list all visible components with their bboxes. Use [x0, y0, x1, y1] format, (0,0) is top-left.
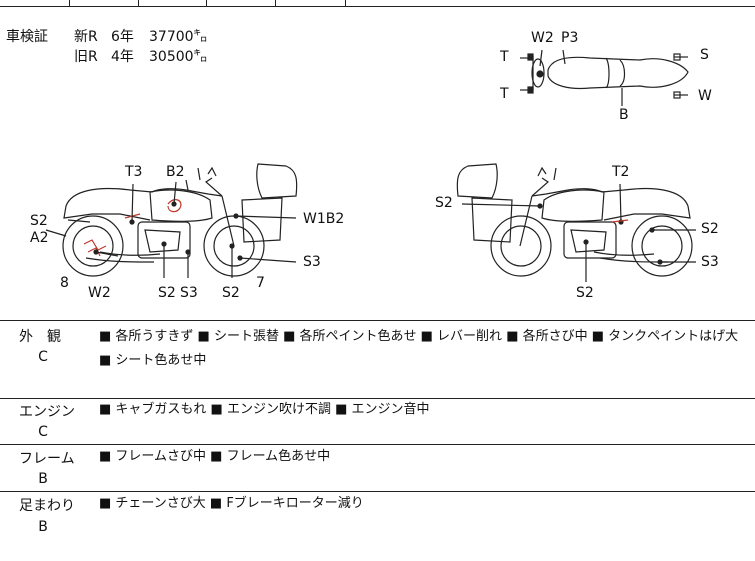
- header-divider: [69, 0, 70, 6]
- new-registration-label: 新R: [74, 29, 98, 45]
- label-b-top: B: [619, 107, 629, 123]
- label-7: 7: [256, 275, 265, 291]
- row-text-suspension: ■ チェーンさび大 ■ Fブレーキローター減り: [99, 496, 364, 511]
- row-divider: [0, 491, 755, 492]
- left-side-motorcycle-icon: [45, 163, 298, 278]
- label-s2-front: S2: [222, 285, 240, 301]
- label-w2-top: W2: [531, 30, 554, 46]
- row-label-exterior: 外 観: [19, 329, 61, 345]
- label-s3-bottom: S3: [180, 285, 198, 301]
- label-s3-left-right: S3: [303, 254, 321, 270]
- label-a2: A2: [30, 230, 49, 246]
- label-8: 8: [60, 275, 69, 291]
- label-s-top: S: [700, 47, 709, 63]
- label-s2-right-left: S2: [435, 195, 453, 211]
- old-registration-km: 30500㌔: [149, 49, 208, 65]
- row-label-frame: フレーム: [19, 451, 75, 467]
- old-registration-term: 4年: [111, 49, 134, 65]
- row-text-frame: ■ フレームさび中 ■ フレーム色あせ中: [99, 449, 331, 464]
- label-s2-right-right: S2: [701, 221, 719, 237]
- label-w2-left: W2: [88, 285, 111, 301]
- label-s3-right-right: S3: [701, 254, 719, 270]
- new-registration-km: 37700㌔: [149, 29, 208, 45]
- label-t3: T3: [125, 164, 143, 180]
- row-divider: [0, 444, 755, 445]
- row-label-engine: エンジン: [19, 404, 75, 420]
- diagram-bottom-border: [0, 320, 755, 321]
- right-side-motorcycle-icon: [456, 163, 696, 282]
- label-s2-left: S2: [30, 213, 48, 229]
- header-divider: [206, 0, 207, 6]
- label-t-bottom: T: [500, 86, 509, 102]
- label-t2: T2: [612, 164, 630, 180]
- header-divider: [345, 0, 346, 6]
- label-w-top: W: [698, 88, 712, 104]
- row-label-suspension: 足まわり: [19, 498, 75, 514]
- row-text-exterior: ■ 各所うすきず ■ シート張替 ■ 各所ペイント色あせ ■ レバー削れ ■ 各…: [99, 329, 739, 368]
- label-b2: B2: [166, 164, 185, 180]
- header-divider: [138, 0, 139, 6]
- label-s2-right-bottom: S2: [576, 285, 594, 301]
- row-grade-frame: B: [38, 471, 48, 487]
- registration-label: 車検証: [6, 29, 48, 45]
- row-grade-suspension: B: [38, 519, 48, 535]
- top-border: [0, 6, 755, 7]
- header-divider: [275, 0, 276, 6]
- row-grade-exterior: C: [38, 349, 48, 365]
- top-view-motorcycle-icon: [520, 49, 689, 106]
- label-s2-bottom: S2: [158, 285, 176, 301]
- old-registration-label: 旧R: [74, 49, 98, 65]
- label-t-top: T: [500, 49, 509, 65]
- label-p3: P3: [561, 30, 579, 46]
- row-text-engine: ■ キャブガスもれ ■ エンジン吹け不調 ■ エンジン音中: [99, 402, 430, 417]
- row-divider: [0, 398, 755, 399]
- row-grade-engine: C: [38, 424, 48, 440]
- new-registration-term: 6年: [111, 29, 134, 45]
- label-w1b2: W1B2: [303, 211, 345, 227]
